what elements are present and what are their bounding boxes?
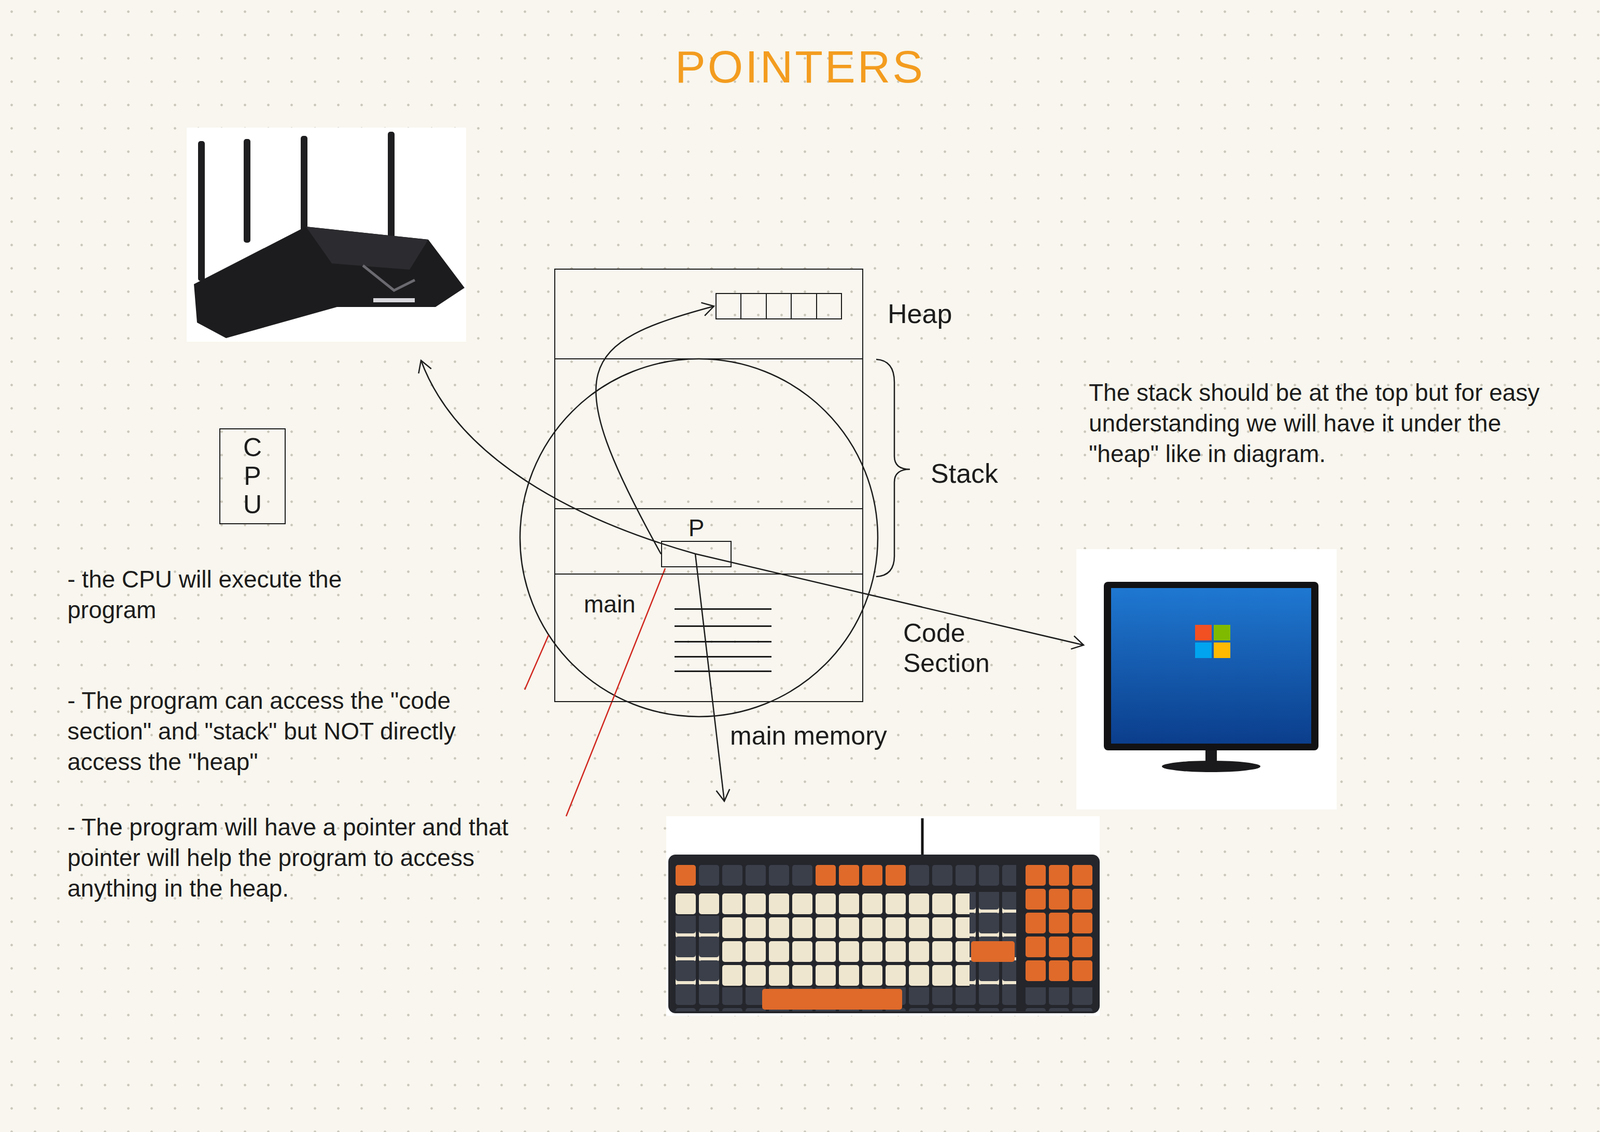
main-memory-box: main memoryHeapStackPCode Sectionmain (554, 268, 864, 703)
code-line (674, 608, 772, 610)
illustration-part (1213, 642, 1231, 658)
device-arrow (695, 553, 725, 802)
section-label: Code Section (903, 618, 1018, 679)
code-line (674, 670, 772, 672)
function-label: main (583, 590, 636, 619)
diagram-title: POINTERS (0, 40, 1600, 94)
leader-line (566, 568, 666, 817)
illustration-part (971, 941, 1015, 962)
note-text: The stack should be at the top but for e… (1088, 377, 1577, 470)
device-arrow (420, 360, 696, 554)
illustration-part (198, 141, 205, 282)
device-arrow (695, 553, 1084, 645)
code-line (674, 625, 772, 627)
keyboard-picture (666, 816, 1100, 1016)
illustration-part (1213, 624, 1231, 641)
code-section-band: Code Sectionmain (555, 574, 863, 701)
heap-band: Heap (555, 269, 863, 360)
note-text: - The program will have a pointer and th… (67, 811, 560, 904)
cpu-label: CPU (239, 433, 266, 519)
illustration-part (666, 816, 1100, 1016)
illustration-part (674, 987, 1017, 1012)
illustration-part (193, 226, 465, 339)
illustration-part (674, 915, 721, 988)
stack-frame-divider (555, 508, 863, 510)
code-line (674, 655, 772, 658)
illustration-part (1023, 863, 1094, 983)
array-cell (790, 293, 816, 319)
array-cell (765, 293, 791, 319)
stack-band: StackP (555, 359, 863, 575)
illustration-part (243, 138, 251, 243)
stack-brace (876, 359, 910, 577)
illustration-part (300, 135, 308, 235)
code-line (674, 640, 772, 643)
cpu-box: CPU (219, 428, 286, 525)
note-text: - the CPU will execute the program (67, 564, 358, 626)
illustration-part (921, 818, 924, 856)
illustration-part (668, 854, 1100, 1014)
illustration-part (186, 127, 467, 342)
illustration-part (674, 863, 1017, 888)
program-circle (520, 358, 878, 717)
array-cell (740, 293, 766, 319)
illustration-part (762, 988, 903, 1010)
illustration-part (674, 863, 698, 888)
illustration-part (1195, 624, 1212, 641)
pointer-label: P (662, 515, 731, 540)
illustration-part (1076, 549, 1337, 810)
illustration-part (305, 226, 429, 270)
illustration-part (674, 891, 1017, 988)
illustration-part (1103, 581, 1319, 751)
router-picture (186, 127, 467, 342)
illustration-part (362, 265, 415, 291)
heap-array (715, 292, 842, 320)
section-label: Heap (887, 298, 952, 330)
section-label: Stack (930, 457, 999, 489)
array-cell (816, 293, 841, 319)
illustration-part (1111, 587, 1312, 744)
illustration-part (1023, 987, 1094, 1012)
illustration-part (969, 891, 1017, 988)
monitor-picture (1076, 549, 1337, 810)
note-text: - The program can access the "code secti… (67, 685, 519, 778)
illustration-part (813, 863, 908, 888)
memory-label: main memory (726, 720, 891, 751)
illustration-part (1195, 642, 1212, 658)
leader-line (524, 635, 549, 690)
illustration-part (1161, 760, 1261, 773)
pointer-box: P (661, 540, 732, 568)
illustration-part (373, 298, 415, 303)
array-cell (716, 293, 741, 319)
